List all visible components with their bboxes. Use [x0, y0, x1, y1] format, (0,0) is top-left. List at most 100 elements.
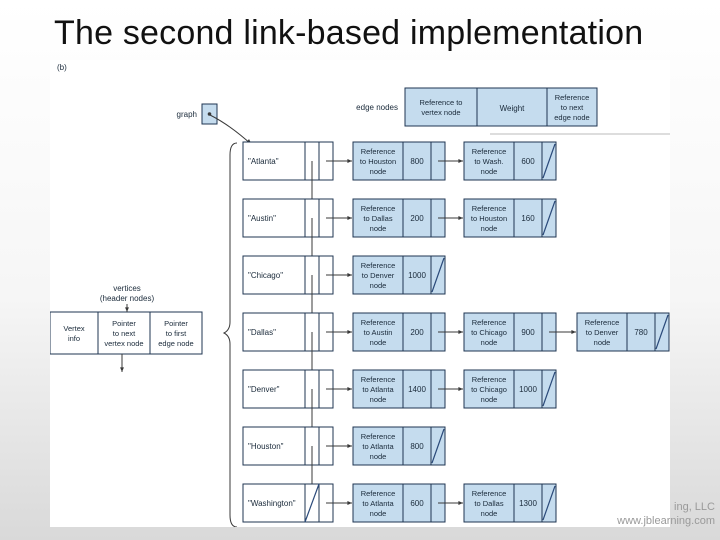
edge-ref-text-4-1-line-1: Reference	[361, 318, 396, 327]
edge-weight-text-4-3: 780	[634, 328, 648, 337]
edge-ref-text-4-3-line-1: Reference	[585, 318, 620, 327]
edge-weight-text-5-1: 1400	[408, 385, 426, 394]
vertex-next-null-7	[304, 483, 320, 523]
edge-ref-box-2-2	[463, 198, 515, 238]
vertex-name-1: "Atlanta"	[248, 157, 279, 166]
edge-weight-text-3-1: 1000	[408, 271, 426, 280]
panel-label: (b)	[57, 63, 67, 72]
vertex-first-edge-arrow-3-head	[347, 273, 352, 277]
edge-ref-box-2-1	[352, 198, 404, 238]
edge-legend-weight-text: Weight	[500, 104, 526, 113]
vertex-info-3	[242, 255, 306, 295]
edge-ref-text-6-1-line-2: to Atlanta	[362, 442, 394, 451]
vertex-info-5	[242, 369, 306, 409]
edge-ref-text-2-1-line-1: Reference	[361, 204, 396, 213]
edge-ref-text-5-1-line-3: node	[370, 395, 387, 404]
edge-next-arrow-7-1-head	[458, 501, 463, 505]
edge-weight-box-5-1	[402, 369, 432, 409]
edge-ref-box-7-2	[463, 483, 515, 523]
edge-ref-text-4-2-line-2: to Chicago	[471, 328, 507, 337]
vertex-name-6: "Houston"	[248, 442, 284, 451]
edge-weight-text-5-2: 1000	[519, 385, 537, 394]
edge-ref-text-3-1-line-3: node	[370, 281, 387, 290]
edge-legend-next-box	[546, 87, 598, 127]
vertex-legend-next-text-line-3: vertex node	[104, 339, 143, 348]
edge-ref-text-7-1-line-1: Reference	[361, 489, 396, 498]
edge-ref-text-1-2-line-2: to Wash.	[474, 157, 503, 166]
edge-ref-text-5-2-line-2: to Chicago	[471, 385, 507, 394]
edge-next-arrow-5-1-head	[458, 387, 463, 391]
vertex-info-1	[242, 141, 306, 181]
edge-legend-ref-text-line-1: Reference to	[420, 98, 463, 107]
vertex-legend-info-box	[50, 311, 99, 355]
edge-null-7-2	[542, 485, 556, 521]
edge-ref-text-4-1-line-3: node	[370, 338, 387, 347]
slide-title: The second link-based implementation	[54, 14, 644, 52]
vertex-first-edge-arrow-5-head	[347, 387, 352, 391]
header-list-brace	[222, 142, 238, 527]
vertex-info-7	[242, 483, 306, 523]
edge-ref-text-7-2-line-3: node	[481, 509, 498, 518]
edge-weight-box-4-3	[626, 312, 656, 352]
edge-null-5-2	[542, 371, 556, 407]
vertex-first-edge-arrow-2-head	[347, 216, 352, 220]
edge-ref-text-6-1-line-1: Reference	[361, 432, 396, 441]
edge-ref-text-4-3-line-3: node	[594, 338, 611, 347]
vertex-legend-edge-text-line-2: to first	[166, 329, 187, 338]
vertices-label-line-1: vertices	[113, 284, 141, 293]
edge-ref-box-7-1	[352, 483, 404, 523]
edge-ref-box-4-1	[352, 312, 404, 352]
edge-ref-text-1-2-line-1: Reference	[472, 147, 507, 156]
edge-ref-text-4-3-line-2: to Denver	[586, 328, 619, 337]
edge-weight-text-4-2: 900	[521, 328, 535, 337]
edge-null-2-2	[542, 200, 556, 236]
vertex-name-5: "Denver"	[248, 385, 280, 394]
edge-ref-text-2-2-line-2: to Houston	[471, 214, 507, 223]
vertex-legend-down-arrow-head	[120, 367, 124, 372]
edge-weight-text-2-2: 160	[521, 214, 535, 223]
edge-weight-box-2-1	[402, 198, 432, 238]
vertex-legend-info-text-line-2: info	[68, 334, 80, 343]
edge-legend-ref-box	[404, 87, 478, 127]
edge-next-arrow-1-1-head	[458, 159, 463, 163]
edge-weight-text-6-1: 800	[410, 442, 424, 451]
vertex-name-3: "Chicago"	[248, 271, 283, 280]
vertex-name-4: "Dallas"	[248, 328, 276, 337]
edge-ref-text-2-2-line-1: Reference	[472, 204, 507, 213]
edge-ref-text-2-1-line-2: to Dallas	[363, 214, 392, 223]
edge-ref-box-1-1	[352, 141, 404, 181]
edge-weight-text-2-1: 200	[410, 214, 424, 223]
edge-ref-box-5-1	[352, 369, 404, 409]
vertex-legend-next-text-line-1: Pointer	[112, 319, 136, 328]
edge-null-3-1	[431, 257, 445, 293]
edge-legend-next-text-line-3: edge node	[554, 113, 589, 122]
edge-next-arrow-2-1-head	[458, 216, 463, 220]
edge-ref-text-1-1-line-2: to Houston	[360, 157, 396, 166]
publisher-watermark: ing, LLC www.jblearning.com	[605, 500, 715, 528]
edge-ref-box-4-3	[576, 312, 628, 352]
edge-null-6-1	[431, 428, 445, 464]
vertex-legend-edge-text-line-1: Pointer	[164, 319, 188, 328]
edge-ref-text-6-1-line-3: node	[370, 452, 387, 461]
edge-ref-text-3-1-line-2: to Denver	[362, 271, 395, 280]
edge-weight-box-3-1	[402, 255, 432, 295]
edge-ref-text-5-1-line-1: Reference	[361, 375, 396, 384]
edge-ref-box-3-1	[352, 255, 404, 295]
vertex-name-7: "Washington"	[248, 499, 296, 508]
edge-ref-box-6-1	[352, 426, 404, 466]
edge-ref-text-7-1-line-3: node	[370, 509, 387, 518]
edge-nodes-label: edge nodes	[356, 103, 398, 112]
graph-label: graph	[177, 110, 197, 119]
edge-ref-text-7-2-line-1: Reference	[472, 489, 507, 498]
edge-ref-text-4-1-line-2: to Austin	[364, 328, 393, 337]
vertex-name-2: "Austin"	[248, 214, 276, 223]
edge-legend-ref-text-line-2: vertex node	[421, 108, 460, 117]
edge-weight-box-4-2	[513, 312, 543, 352]
vertex-legend-edge-text-line-3: edge node	[158, 339, 193, 348]
edge-weight-text-7-2: 1300	[519, 499, 537, 508]
edge-weight-text-1-1: 800	[410, 157, 424, 166]
edge-weight-box-6-1	[402, 426, 432, 466]
vertex-first-edge-arrow-6-head	[347, 444, 352, 448]
edge-ref-box-4-2	[463, 312, 515, 352]
